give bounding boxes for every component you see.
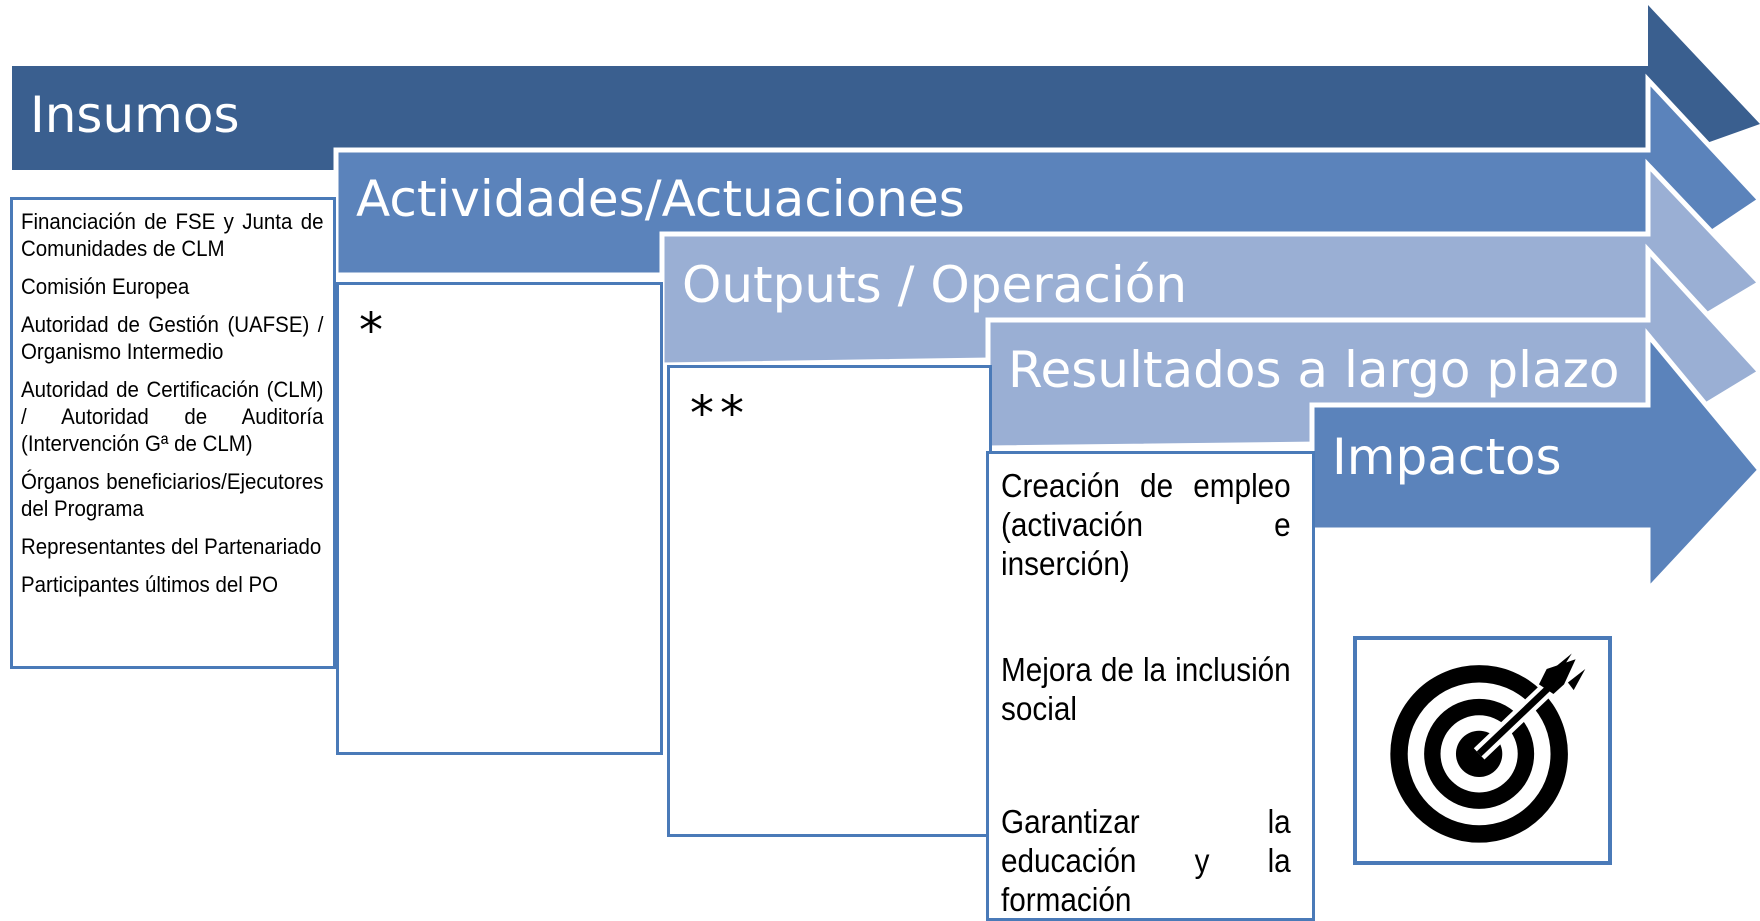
insumos-item: Órganos beneficiarios/Ejecutores del Pro… [21, 469, 324, 521]
stage-title-impactos: Impactos [1332, 428, 1562, 486]
stage-title-insumos: Insumos [30, 86, 240, 144]
arrow-insumos [12, 5, 1760, 170]
insumos-item: Participantes últimos del PO [21, 572, 278, 597]
arrow-impactos [1309, 328, 1760, 597]
resultados-item: Mejora de la inclusión social [1001, 651, 1291, 727]
actividades-box: * [336, 282, 663, 755]
resultados-box: Creación de empleo (activación e inserci… [986, 451, 1315, 921]
resultados-item: Garantizar la educación y la formación [1001, 803, 1291, 918]
insumos-item: Autoridad de Certificación (CLM) / Autor… [21, 377, 324, 456]
target-icon [1390, 653, 1586, 843]
stage-title-outputs: Outputs / Operación [682, 256, 1188, 314]
outputs-marker: ** [690, 386, 750, 442]
insumos-item: Autoridad de Gestión (UAFSE) / Organismo… [21, 312, 324, 364]
insumos-item: Representantes del Partenariado [21, 534, 322, 559]
arrow-actividades [333, 73, 1760, 278]
outputs-box: ** [667, 365, 992, 837]
stage-title-actividades: Actividades/Actuaciones [356, 170, 965, 228]
actividades-marker: * [359, 303, 389, 359]
resultados-item: Creación de empleo (activación e inserci… [1001, 467, 1291, 582]
insumos-item: Financiación de FSE y Junta de Comunidad… [21, 209, 324, 261]
impactos-icon-box [1353, 636, 1612, 865]
stage-title-resultados: Resultados a largo plazo [1008, 341, 1620, 399]
insumos-box: Financiación de FSE y Junta de Comunidad… [10, 197, 336, 669]
insumos-list: Financiación de FSE y Junta de Comunidad… [13, 200, 333, 598]
insumos-item: Comisión Europea [21, 274, 190, 299]
